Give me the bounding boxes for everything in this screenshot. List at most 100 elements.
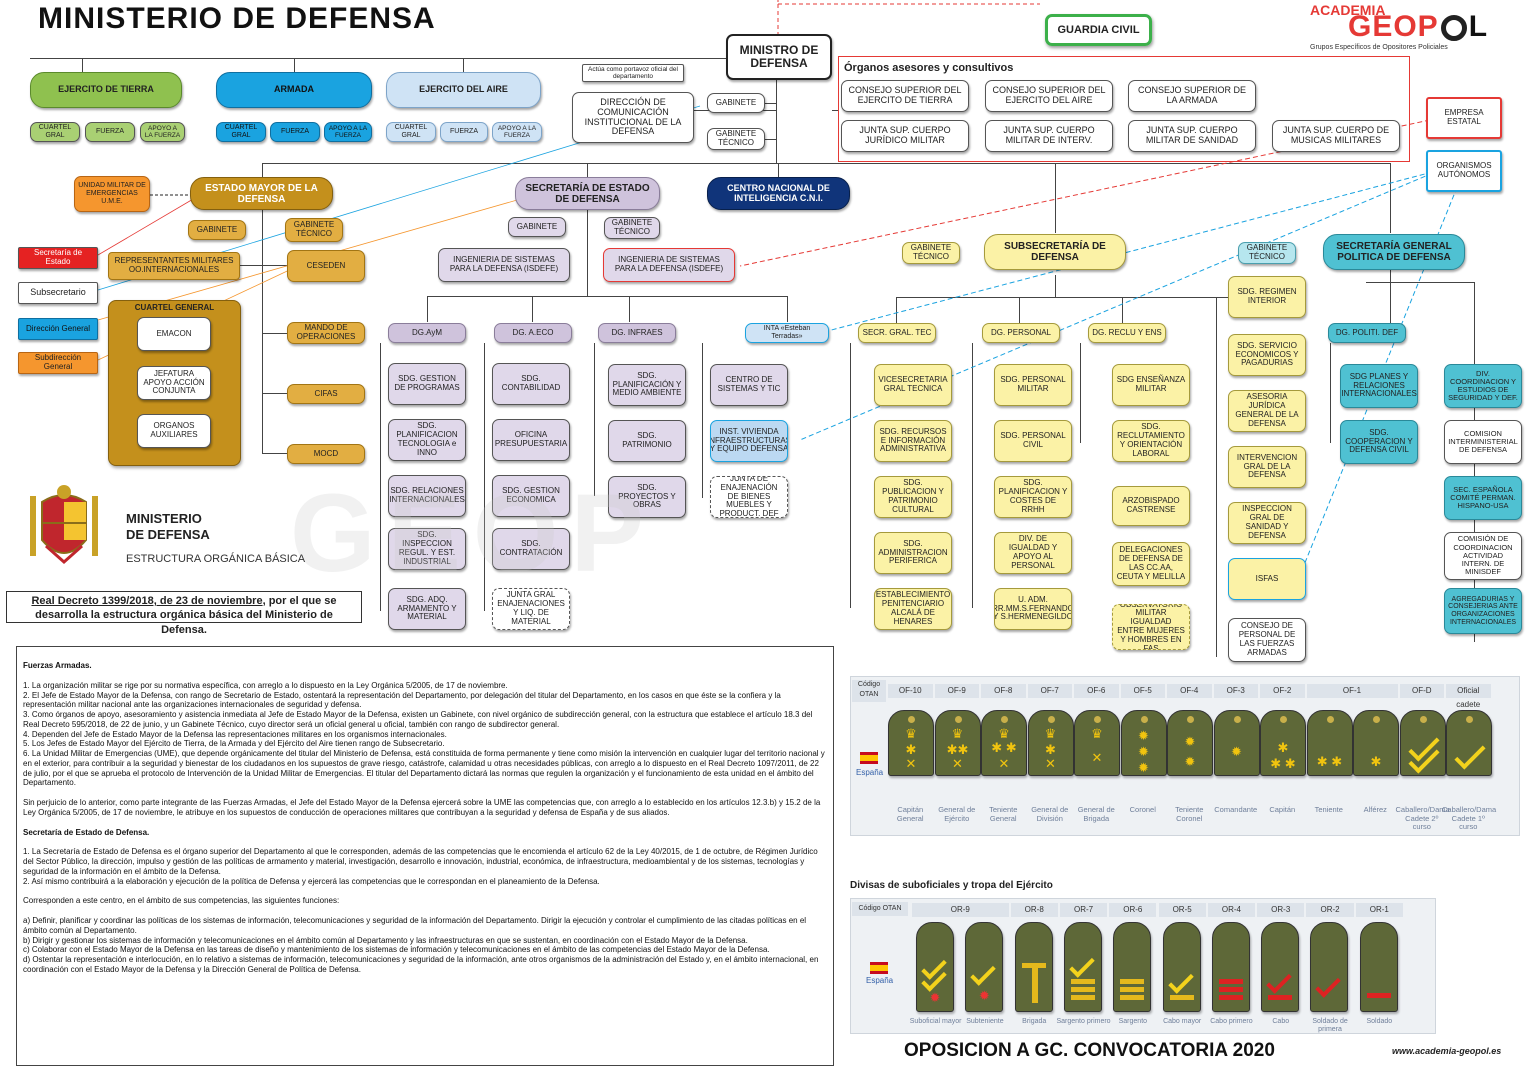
reclu-item: ARZOBISPADO CASTRENSE [1112,486,1190,526]
text-para: 6. La Unidad Militar de Emergencias (UME… [23,749,825,788]
shoulder-insignia [1261,922,1300,1012]
rank-code: OF-10 [888,684,933,698]
rank-name: Cabo mayor [1163,1018,1202,1025]
ranks2-title: Divisas de suboficiales y tropa del Ejér… [850,880,1053,891]
rank-name: Suboficial mayor [909,1018,962,1025]
estado-mayor-defensa: ESTADO MAYOR DE LA DEFENSA [190,177,333,210]
text-para: 2. Así mismo contribuirá a la elaboració… [23,876,600,886]
shoulder-insignia: ✹✹✹ [1120,710,1167,776]
subdef-right-item: INTERVENCION GRAL DE LA DEFENSA [1228,446,1306,488]
dg-politi-def: DG. POLITI. DEF [1328,323,1406,343]
shoulder-insignia [1162,922,1201,1012]
ranks-code-label: Código OTAN [852,680,886,702]
shoulder-insignia: ✱ ✱ [1306,710,1353,776]
logo-line1: MINISTERIO [126,511,202,526]
sgpd-gabinete-tecnico: GABINETE TÉCNICO [1238,242,1296,264]
rank-code: OF-4 [1167,684,1212,698]
sgpd-right: DIV. COORDINACION Y ESTUDIOS DE SEGURIDA… [1444,364,1522,408]
shoulder-insignia: ✹ [1213,710,1260,776]
text-para: a) Definir, planificar y coordinar las p… [23,916,807,935]
sgpd-item: SDG PLANES Y RELACIONES INTERNACIONALES [1340,364,1418,408]
text-para: c) Colaborar con el Estado Mayor de la D… [23,945,770,955]
rank-code: OF-7 [1027,684,1072,698]
shoulder-insignia: ♛✱✱✕ [934,710,981,776]
rank-name: Teniente General [989,805,1018,823]
spain-flag [860,752,878,764]
rank-name: General de División [1031,805,1069,823]
ranks2-code-label: Código OTAN [852,902,908,916]
dg-reclu: DG. RECLU Y ENS [1088,323,1166,343]
rank-name: Cabo [1272,1018,1290,1025]
direccion-comunicacion: DIRECCIÓN DE COMUNICACIÓN INSTITUCIONAL … [572,92,694,143]
shoulder-insignia: ♛✱ ✱✕ [981,710,1027,776]
subdef-right-item: INSPECCION GRAL DE SANIDAD Y DEFENSA [1228,502,1306,544]
shoulder-insignia [1310,922,1349,1012]
organo-item: JUNTA SUP. CUERPO MILITAR DE INTERV. [985,120,1113,152]
dgaym-item: SDG. RELACIONES INTERNACIONALES [388,475,466,517]
organo-item: CONSEJO SUPERIOR DE LA ARMADA [1128,80,1256,112]
rank-name: Sargento primero [1056,1018,1111,1025]
organo-item: JUNTA SUP. CUERPO MILITAR DE SANIDAD [1128,120,1256,152]
portavoz-note: Actúa como portavoz oficial del departam… [582,64,684,82]
text-para: b) Dirigir y gestionar los sistemas de i… [23,935,748,945]
rank-name: Teniente [1314,805,1343,814]
rank-name: Cabo primero [1210,1018,1253,1025]
shoulder-insignia [1211,922,1250,1012]
rank-code: OF-1 [1306,684,1398,698]
isfas: ISFAS [1228,558,1306,600]
ejercito-tierra: EJERCITO DE TIERRA [30,72,182,108]
rank-name: Capitán General [896,805,924,823]
text-para: Corresponden a este centro, en el ámbito… [23,896,340,906]
rank-code: OF-6 [1074,684,1119,698]
rank-code: OR-4 [1207,903,1256,917]
shoulder-insignia [1359,922,1398,1012]
ministro-box: MINISTRO DE DEFENSA [726,34,832,80]
subdef-right-item: SDG. SERVICIO ECONOMICOS Y PAGADURIAS [1228,334,1306,376]
organismos-autonomos: ORGANISMOS AUTÓNOMOS [1426,150,1502,192]
gabinete-tecnico-ministro: GABINETE TÉCNICO [707,128,765,150]
rank-name: Brigada [1022,1018,1047,1025]
text-panel: Fuerzas Armadas. 1. La organización mili… [16,646,834,1066]
personal-item: SDG. PLANIFICACION Y COSTES DE RRHH [994,476,1072,518]
mocd: MOCD [287,444,365,464]
logo-line3: ESTRUCTURA ORGÁNICA BÁSICA [126,553,306,565]
coat-of-arms [26,482,102,574]
dg-personal: DG. PERSONAL [982,323,1060,343]
secr-gral-tec: SECR. GRAL. TEC [858,323,936,343]
inta: INTA «Esteban Terradas» [745,323,829,343]
inta-item: INST. VIVIENDA INFRAESTRUCTURAS Y EQUIPO… [710,420,788,462]
dgaym-item: SDG. ADQ. ARMAMENTO Y MATERIAL [388,588,466,630]
shoulder-insignia: ✹ [916,922,954,1012]
shoulder-insignia [1446,710,1492,776]
sgpd-right: AGREGADURIAS Y CONSEJERIAS ANTE ORGANIZA… [1444,588,1522,634]
dgaym-item: SDG. GESTION DE PROGRAMAS [388,363,466,405]
isdefe-right: INGENIERIA DE SISTEMAS PARA LA DEFENSA (… [603,248,735,282]
armada-fuerza: FUERZA [270,122,320,142]
tierra-cuartel: CUARTEL GRAL [30,122,80,142]
rank-name: Soldado de primera [1312,1018,1348,1034]
rank-name: Soldado [1366,1018,1393,1025]
spain-flag [870,962,888,974]
text-para: 1. La Secretaría de Estado de Defensa es… [23,847,818,876]
organo-item: JUNTA SUP. CUERPO DE MUSICAS MILITARES [1272,120,1400,152]
rank-code: OF-2 [1260,684,1305,698]
legend-direccion: Dirección General [18,318,98,340]
rank-name: Teniente Coronel [1175,805,1204,823]
tierra-fuerza: FUERZA [85,122,135,142]
shoulder-insignia [1063,922,1102,1012]
dg-aym: DG.AyM [388,323,466,343]
text-heading: Secretaría de Estado de Defensa. [23,827,150,837]
text-para: 2. El Jefe de Estado Mayor de la Defensa… [23,690,781,710]
mando-operaciones: MANDO DE OPERACIONES [287,322,365,344]
reclu-item: SDG ENSEÑANZA MILITAR [1112,364,1190,406]
text-para: 5. Los Jefes de Estado Mayor del Ejércit… [23,739,445,749]
secr-item: SDG. PUBLICACION Y PATRIMONIO CULTURAL [874,476,952,518]
inta-item: JUNTA DE ENAJENACIÓN DE BIENES MUEBLES Y… [710,476,788,518]
text-para: Sin perjuicio de lo anterior, como parte… [23,798,821,817]
sgpd-right: SEC. ESPAÑOLA COMITÉ PERMAN. HISPANO-USA [1444,476,1522,520]
secr-item: SDG. RECURSOS E INFORMACIÓN ADMINISTRATI… [874,420,952,462]
rank-code: OR-6 [1109,903,1157,917]
shoulder-insignia [1113,922,1152,1012]
emad-gabinete-tecnico: GABINETE TÉCNICO [285,218,343,242]
